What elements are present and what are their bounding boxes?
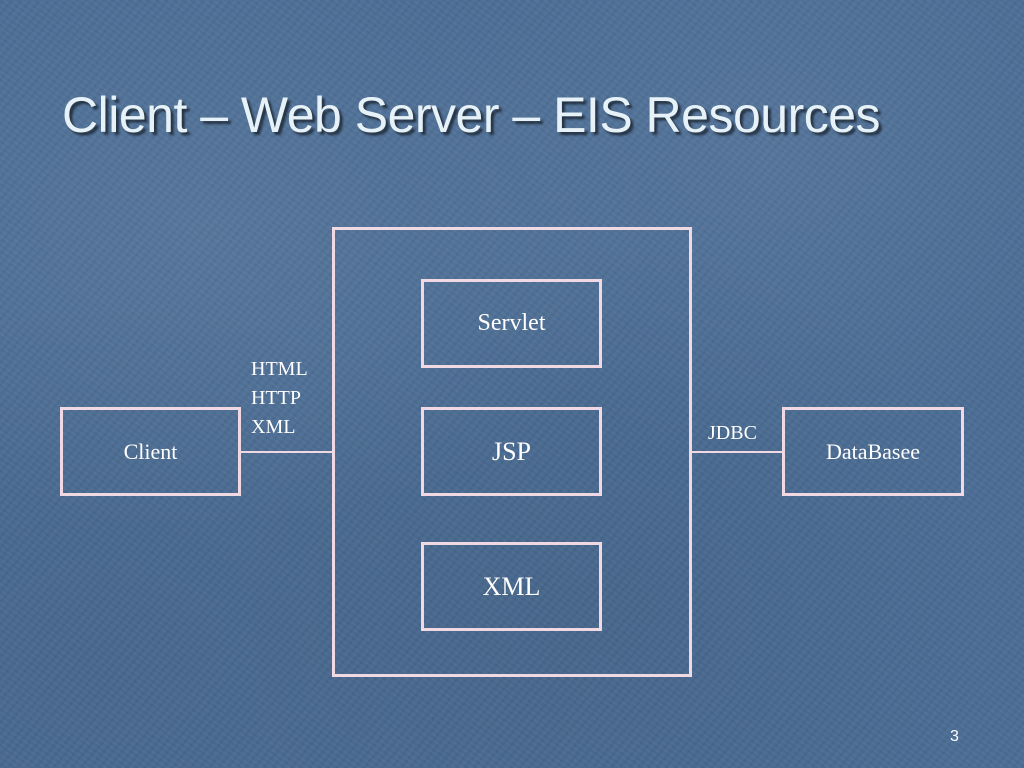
client-label: Client <box>123 438 178 464</box>
xml-box: XML <box>421 542 602 631</box>
servlet-label: Servlet <box>477 310 546 336</box>
client-server-connector <box>241 451 332 453</box>
protocol-http: HTTP <box>251 387 301 409</box>
database-box: DataBasee <box>782 407 964 496</box>
database-label: DataBasee <box>825 438 921 464</box>
slide-title: Client – Web Server – EIS Resources <box>62 87 881 143</box>
protocol-xml: XML <box>251 416 296 438</box>
jsp-box: JSP <box>421 407 602 496</box>
xml-label: XML <box>482 571 541 601</box>
client-box: Client <box>60 407 241 496</box>
server-database-connector <box>692 451 782 453</box>
jsp-label: JSP <box>491 436 532 466</box>
client-protocol-labels: HTML HTTP XML <box>251 355 308 442</box>
web-server-frame <box>332 227 692 677</box>
jdbc-label: JDBC <box>708 422 757 444</box>
page-number: 3 <box>950 728 959 745</box>
protocol-html: HTML <box>251 358 308 380</box>
servlet-box: Servlet <box>421 279 602 368</box>
